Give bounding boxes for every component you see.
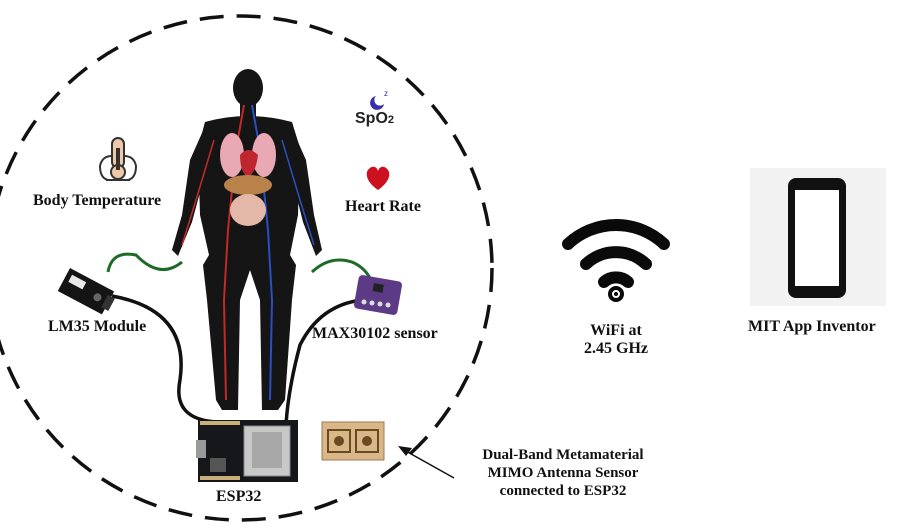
esp32-label: ESP32 <box>216 488 262 505</box>
lm35-module-board <box>57 268 115 315</box>
lm35-esp32-wire <box>111 294 219 424</box>
heart-icon <box>366 166 390 190</box>
human-body-figure <box>172 69 322 410</box>
antenna-pointer-arrow <box>398 446 455 479</box>
max30102-sensor-label: MAX30102 sensor <box>312 325 438 342</box>
antenna-label-line3: connected to ESP32 <box>499 483 627 499</box>
max30102-signal-wire <box>310 258 374 283</box>
mit-app-inventor-label: MIT App Inventor <box>748 318 876 335</box>
thermometer-icon <box>98 137 138 181</box>
lm35-signal-wire <box>106 252 183 273</box>
antenna-label-line1: Dual-Band Metamaterial <box>482 447 644 463</box>
moon-icon: z <box>370 89 388 110</box>
body-boundary-circle <box>0 14 494 522</box>
lm35-module-label: LM35 Module <box>48 318 147 335</box>
wifi-label: WiFi at 2.45 GHz <box>566 322 666 358</box>
body-temperature-label: Body Temperature <box>33 192 162 209</box>
max30102-sensor-board <box>354 275 402 315</box>
spo2-subscript: 2 <box>387 114 395 126</box>
svg-text:z: z <box>384 89 388 98</box>
wifi-label-line2: 2.45 GHz <box>584 340 648 357</box>
wifi-icon <box>562 218 670 302</box>
spo2-text: SpO <box>355 110 388 127</box>
max30102-esp32-wire <box>284 298 363 426</box>
mimo-antenna-sensor <box>321 421 385 461</box>
antenna-label-line2: MIMO Antenna Sensor <box>487 465 639 481</box>
esp32-board <box>196 420 298 482</box>
antenna-sensor-label: Dual-Band Metamaterial MIMO Antenna Sens… <box>458 446 668 500</box>
smartphone-icon <box>750 168 886 306</box>
heart-rate-label: Heart Rate <box>345 198 421 215</box>
spo2-label: SpO2 <box>355 110 394 128</box>
wifi-label-line1: WiFi at <box>590 322 642 339</box>
